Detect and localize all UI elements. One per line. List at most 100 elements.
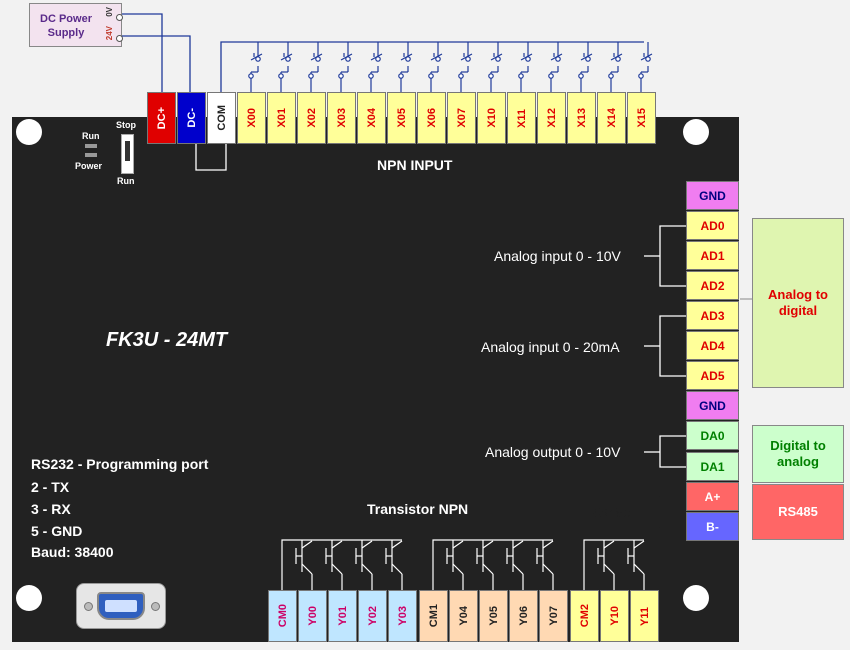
dc-power-supply: DC Power Supply 0V 24V	[29, 3, 123, 47]
input-switch-symbol	[375, 56, 381, 62]
run-stop-switch[interactable]	[121, 134, 134, 174]
input-switch-symbol	[398, 73, 404, 79]
rs485-box-text: RS485	[778, 504, 818, 519]
right-terminal-ad4[interactable]: AD4	[686, 331, 739, 360]
terminal-label: Y02	[366, 606, 379, 626]
input-switch-symbol	[308, 73, 314, 79]
transistor-symbol	[452, 563, 464, 575]
terminal-label: COM	[215, 105, 228, 131]
right-terminal-a-plus[interactable]: A+	[686, 482, 739, 511]
terminal-label: X13	[575, 108, 588, 128]
adc-box-text: Analog to digital	[768, 287, 828, 318]
top-terminal-x01[interactable]: X01	[267, 92, 296, 144]
led-power-label: Power	[75, 161, 103, 171]
right-terminal-da0[interactable]: DA0	[686, 421, 739, 450]
transistor-symbol	[301, 563, 313, 575]
rs232-line: 5 - GND	[31, 523, 83, 539]
led-run-label: Run	[82, 131, 100, 141]
input-switch-symbol	[638, 73, 644, 79]
top-terminal-x12[interactable]: X12	[537, 92, 566, 144]
top-terminal-com[interactable]: COM	[207, 92, 236, 144]
terminal-label: X02	[305, 108, 318, 128]
input-switch-symbol	[345, 56, 351, 62]
wire-dc-plus	[120, 13, 163, 92]
right-terminal-ad5[interactable]: AD5	[686, 361, 739, 390]
bottom-terminal-y03[interactable]: Y03	[388, 590, 417, 642]
input-common-bus	[220, 41, 644, 92]
terminal-label: X10	[485, 108, 498, 128]
right-terminal-ad2[interactable]: AD2	[686, 271, 739, 300]
rs232-line: 2 - TX	[31, 479, 70, 495]
dc-power-supply-label: DC Power Supply	[40, 13, 92, 39]
bottom-terminal-cm1[interactable]: CM1	[419, 590, 448, 642]
right-terminal-gnd[interactable]: GND	[686, 391, 739, 420]
transistor-symbol	[452, 540, 464, 549]
terminal-label: DC+	[155, 106, 168, 130]
top-terminal-x00[interactable]: X00	[237, 92, 266, 144]
transistor-symbol	[361, 563, 373, 575]
bottom-terminal-y10[interactable]: Y10	[600, 590, 629, 642]
bottom-terminal-y05[interactable]: Y05	[479, 590, 508, 642]
right-terminal-ad0[interactable]: AD0	[686, 211, 739, 240]
transistor-symbol	[633, 540, 645, 549]
terminal-label: CM2	[578, 604, 591, 628]
right-terminal-ad3[interactable]: AD3	[686, 301, 739, 330]
bottom-terminal-y00[interactable]: Y00	[298, 590, 327, 642]
terminal-label: Y11	[638, 606, 651, 626]
transistor-symbol	[482, 563, 494, 575]
terminal-label: X11	[515, 108, 528, 128]
transistor-symbol	[391, 563, 403, 575]
input-switch-symbol	[435, 56, 441, 62]
input-switch-symbol	[615, 56, 621, 62]
top-terminal-x05[interactable]: X05	[387, 92, 416, 144]
top-terminal-x15[interactable]: X15	[627, 92, 656, 144]
bracket-analog-output	[659, 435, 686, 468]
model-name: FK3U - 24MT	[106, 329, 228, 351]
transistor-symbol	[542, 540, 554, 549]
top-terminal-x13[interactable]: X13	[567, 92, 596, 144]
terminal-label: Y07	[547, 606, 560, 626]
input-switch-symbol	[465, 56, 471, 62]
analog-input-ma-label: Analog input 0 - 20mA	[481, 339, 620, 355]
top-terminal-x03[interactable]: X03	[327, 92, 356, 144]
top-terminal-x11[interactable]: X11	[507, 92, 536, 144]
terminal-label: X06	[425, 108, 438, 128]
bottom-terminal-y11[interactable]: Y11	[630, 590, 659, 642]
bottom-terminal-y02[interactable]: Y02	[358, 590, 387, 642]
top-terminal-x07[interactable]: X07	[447, 92, 476, 144]
transistor-symbol	[391, 540, 403, 549]
terminal-label: Y10	[608, 606, 621, 626]
top-terminal-x14[interactable]: X14	[597, 92, 626, 144]
right-terminal-b-minus[interactable]: B-	[686, 512, 739, 541]
terminal-label: Y06	[517, 606, 530, 626]
bottom-terminal-cm2[interactable]: CM2	[570, 590, 599, 642]
bottom-terminal-y04[interactable]: Y04	[449, 590, 478, 642]
transistor-symbol	[301, 540, 313, 549]
bottom-terminal-y07[interactable]: Y07	[539, 590, 568, 642]
bottom-terminal-cm0[interactable]: CM0	[268, 590, 297, 642]
transistor-symbol	[603, 563, 615, 575]
terminal-label: X04	[365, 108, 378, 128]
right-terminal-gnd[interactable]: GND	[686, 181, 739, 210]
right-terminal-da1[interactable]: DA1	[686, 452, 739, 481]
top-terminal-dcplus[interactable]: DC+	[147, 92, 176, 144]
mounting-hole	[16, 585, 42, 611]
top-terminal-x06[interactable]: X06	[417, 92, 446, 144]
top-terminal-x02[interactable]: X02	[297, 92, 326, 144]
screw-icon	[84, 602, 93, 611]
top-terminal-dcminus[interactable]: DC-	[177, 92, 206, 144]
run-led	[85, 144, 97, 148]
psu-0v-label: 0V	[105, 7, 114, 17]
input-switch-symbol	[488, 73, 494, 79]
bottom-terminal-y06[interactable]: Y06	[509, 590, 538, 642]
rs232-port[interactable]	[76, 583, 166, 629]
rs485-text: RS485	[588, 504, 631, 520]
terminal-label: DC-	[185, 108, 198, 128]
transistor-symbol	[633, 563, 645, 575]
analog-input-v-label: Analog input 0 - 10V	[494, 248, 621, 264]
input-switch-symbol	[405, 56, 411, 62]
right-terminal-ad1[interactable]: AD1	[686, 241, 739, 270]
bottom-terminal-y01[interactable]: Y01	[328, 590, 357, 642]
top-terminal-x04[interactable]: X04	[357, 92, 386, 144]
top-terminal-x10[interactable]: X10	[477, 92, 506, 144]
